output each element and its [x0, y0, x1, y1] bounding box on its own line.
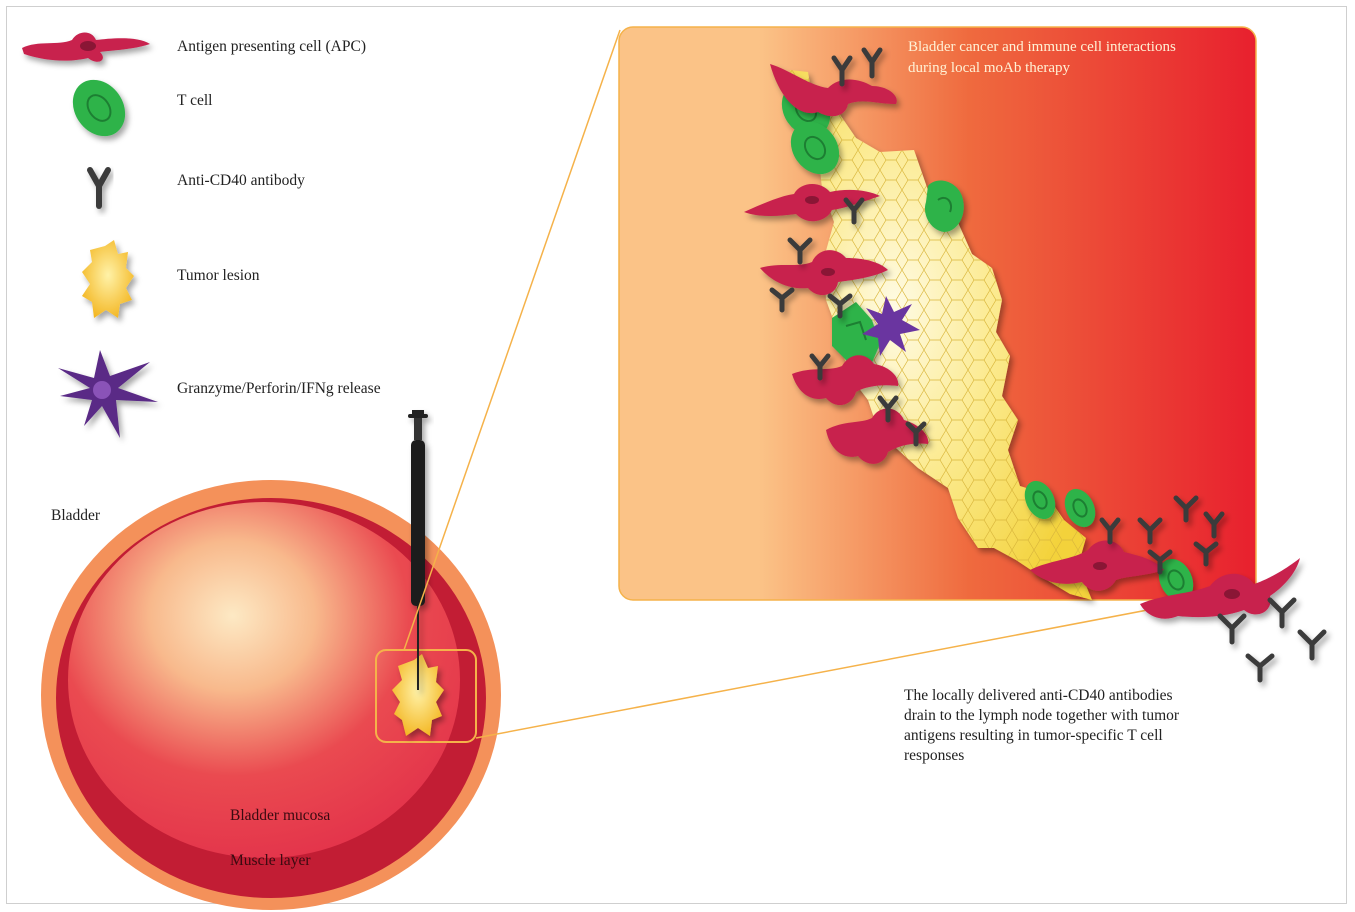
mucosa-label: Bladder mucosa	[230, 806, 330, 825]
panel-title-line2: during local moAb therapy	[908, 59, 1070, 78]
zoom-line-top	[404, 30, 620, 650]
legend-apc-icon	[22, 33, 150, 62]
panel-title-line1: Bladder cancer and immune cell interacti…	[908, 38, 1176, 57]
legend-t-cell-icon	[62, 70, 136, 147]
bladder-title: Bladder	[51, 506, 100, 525]
legend-label-tumor: Tumor lesion	[177, 266, 260, 285]
legend-label-granzyme: Granzyme/Perforin/IFNg release	[177, 379, 381, 398]
caption-line4: responses	[904, 746, 964, 765]
muscle-label: Muscle layer	[230, 851, 310, 870]
legend-label-antibody: Anti-CD40 antibody	[177, 171, 305, 190]
legend-label-t-cell: T cell	[177, 91, 212, 110]
legend-tumor-icon	[82, 240, 134, 318]
legend-granzyme-icon	[58, 350, 158, 438]
legend-antibody-icon	[90, 170, 108, 206]
caption-line2: drain to the lymph node together with tu…	[904, 706, 1179, 725]
caption-line3: antigens resulting in tumor-specific T c…	[904, 726, 1163, 745]
legend-label-apc: Antigen presenting cell (APC)	[177, 37, 366, 56]
caption-line1: The locally delivered anti-CD40 antibodi…	[904, 686, 1173, 705]
